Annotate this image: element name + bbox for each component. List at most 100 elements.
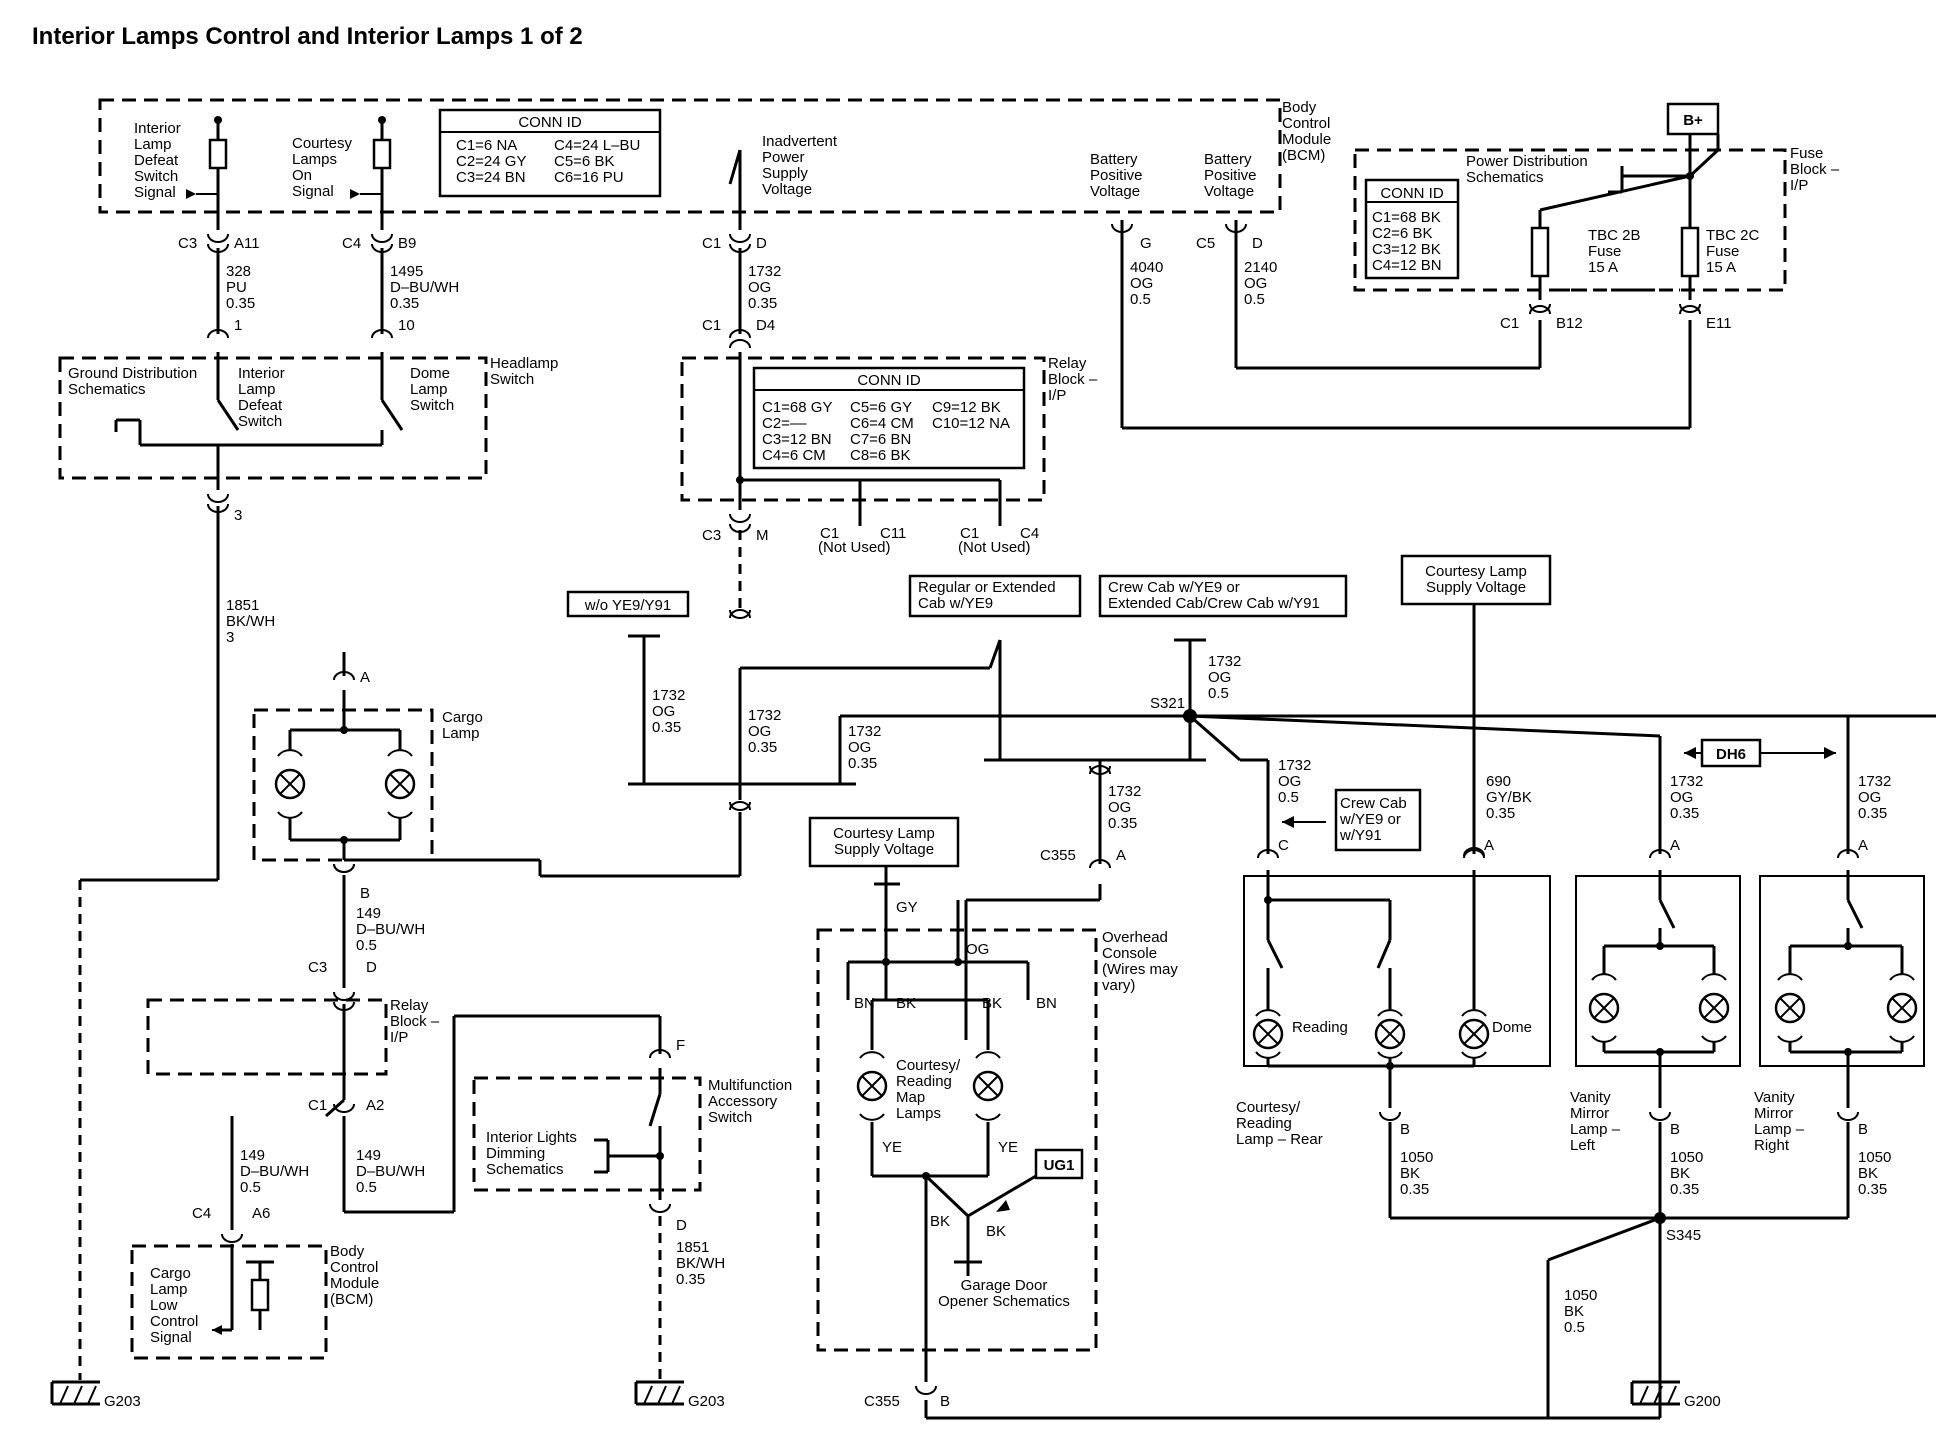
labels-g203a: G203 — [104, 1393, 141, 1410]
connector-symbols — [207, 223, 1859, 1395]
labels-crew_cab_note-line-0: Crew Cab — [1340, 795, 1407, 812]
labels-interior_lamp_defeat_signal-line-4: Signal — [134, 184, 176, 201]
ground-g200 — [1630, 1380, 1680, 1406]
labels-tbc_2b-line-2: 15 A — [1588, 259, 1618, 276]
labels-dome_lamp_switch-line-2: Switch — [410, 397, 454, 414]
wires-w1732c-line-0: 1732 — [748, 707, 781, 724]
connectors-c1_a2-0: C1 — [308, 1097, 327, 1114]
labels-cargo_lamp_low-line-1: Lamp — [150, 1281, 188, 1298]
labels-bcm_bottom-line-1: Control — [330, 1259, 378, 1276]
conn-id-relay-cell: C8=6 BK — [850, 447, 910, 464]
labels-battery_positive_1-line-0: Battery — [1090, 151, 1138, 168]
wires-w1732e-line-1: OG — [1208, 669, 1231, 686]
labels-courtesy_rear-line-1: Reading — [1236, 1115, 1292, 1132]
wires-w1732g-line-0: 1732 — [1278, 757, 1311, 774]
labels-interior_lamp_defeat_signal-line-2: Defeat — [134, 152, 179, 169]
connectors-a_vl: A — [1670, 837, 1680, 854]
vanity-left-housing — [1575, 875, 1741, 1067]
labels-bcm_top-line-0: Body — [1282, 99, 1317, 116]
wires-w149c-line-1: D–BU/WH — [356, 1163, 425, 1180]
wires-w1732b-line-0: 1732 — [652, 687, 685, 704]
labels-bcm_top-line-2: Module — [1282, 131, 1331, 148]
relay-block-bottom-box — [146, 998, 388, 1076]
wires-w1732d-line-0: 1732 — [848, 723, 881, 740]
conn_id_fuse-title: CONN ID — [1380, 185, 1444, 202]
wires-bk3: BK — [930, 1213, 950, 1230]
regular-cab-box — [908, 574, 1082, 618]
wires-w149a-line-0: 149 — [356, 905, 381, 922]
labels-not_used_1: (Not Used) — [818, 539, 891, 556]
wires-w1732h-line-0: 1732 — [1670, 773, 1703, 790]
labels-crew_cab_note-line-1: w/YE9 or — [1339, 811, 1401, 828]
wires-w2140-line-2: 0.5 — [1244, 291, 1265, 308]
conn-id-relay-cell: C9=12 BK — [932, 399, 1001, 416]
labels-b_plus: B+ — [1683, 112, 1703, 129]
labels-cargo_lamp_low-line-3: Control — [150, 1313, 198, 1330]
connectors-b_vr: B — [1858, 1121, 1868, 1138]
connectors-a_vr: A — [1858, 837, 1868, 854]
labels-relay_block_bottom-line-0: Relay — [390, 997, 429, 1014]
connectors-f: F — [676, 1037, 685, 1054]
wires-w1050d-line-0: 1050 — [1564, 1287, 1597, 1304]
labels-g203b: G203 — [688, 1393, 725, 1410]
wires-w1495-line-1: D–BU/WH — [390, 279, 459, 296]
connectors-c5_d-0: C5 — [1196, 235, 1215, 252]
connectors-c1_d-1: D — [756, 235, 767, 252]
labels-vanity_left-line-1: Mirror — [1570, 1105, 1609, 1122]
wires-w1495-line-0: 1495 — [390, 263, 423, 280]
labels-interior_lamp_defeat_switch-line-0: Interior — [238, 365, 285, 382]
conn-id-bcm-cell: C6=16 PU — [554, 169, 624, 186]
wires-w1732b-line-2: 0.35 — [652, 719, 681, 736]
wires-w1851a-line-1: BK/WH — [226, 613, 275, 630]
labels-tbc_2b-line-0: TBC 2B — [1588, 227, 1641, 244]
labels-reading: Reading — [1292, 1019, 1348, 1036]
labels-interior_lights_dimming-line-0: Interior Lights — [486, 1129, 577, 1146]
labels-courtesy_reading_map-line-0: Courtesy/ — [896, 1057, 961, 1074]
arrowheads — [186, 189, 1836, 1335]
labels-s345: S345 — [1666, 1227, 1701, 1244]
labels-interior_lights_dimming-line-1: Dimming — [486, 1145, 545, 1162]
labels-courtesy_reading_map-line-3: Lamps — [896, 1105, 941, 1122]
labels-s321: S321 — [1150, 695, 1185, 712]
labels-overhead_console-line-0: Overhead — [1102, 929, 1168, 946]
labels-interior_lamp_defeat_signal-line-0: Interior — [134, 120, 181, 137]
labels-overhead_console-line-1: Console — [1102, 945, 1157, 962]
wo-ye9-box — [566, 590, 690, 618]
labels-interior_lights_dimming-line-2: Schematics — [486, 1161, 564, 1178]
wires-w1732a-line-1: OG — [748, 279, 771, 296]
labels-tbc_2c-line-0: TBC 2C — [1706, 227, 1760, 244]
conn-id-relay-cell: C3=12 BN — [762, 431, 832, 448]
wires-w149b-line-2: 0.5 — [240, 1179, 261, 1196]
labels-dome: Dome — [1492, 1019, 1532, 1036]
vanity-right-bulb-1 — [1774, 973, 1806, 1043]
conn-id-fuse-cell: C1=68 BK — [1372, 209, 1441, 226]
wires-bn2: BN — [1036, 995, 1057, 1012]
connectors-pin3: 3 — [234, 507, 242, 524]
connectors-g: G — [1140, 235, 1152, 252]
labels-inadvertent_power-line-2: Supply — [762, 165, 808, 182]
map-lamp-right — [972, 1051, 1004, 1121]
labels-relay_block_top-line-0: Relay — [1048, 355, 1087, 372]
wires-w1050a-line-1: BK — [1400, 1165, 1420, 1182]
dome-lamp — [1458, 1009, 1490, 1059]
connectors-c355_b-0: C355 — [864, 1393, 900, 1410]
labels-interior_lamp_defeat_switch-line-3: Switch — [238, 413, 282, 430]
labels-crew_cab_note-line-2: w/Y91 — [1339, 827, 1382, 844]
conn_id_bcm-title: CONN ID — [518, 114, 582, 131]
labels-tbc_2c-line-2: 15 A — [1706, 259, 1736, 276]
connectors-c5_d-1: D — [1252, 235, 1263, 252]
labels-power_distribution-line-0: Power Distribution — [1466, 153, 1588, 170]
labels-inadvertent_power-line-0: Inadvertent — [762, 133, 838, 150]
connectors-c4_b9-1: B9 — [398, 235, 416, 252]
conn-id-bcm-box — [438, 108, 662, 198]
wires — [78, 120, 1936, 1420]
wires-bk4: BK — [986, 1223, 1006, 1240]
labels-vanity_right-line-1: Mirror — [1754, 1105, 1793, 1122]
conn-id-relay-cell: C4=6 CM — [762, 447, 826, 464]
wires-w1732a-line-0: 1732 — [748, 263, 781, 280]
labels-courtesy_lamps_on_signal-line-0: Courtesy — [292, 135, 353, 152]
ground-g203b — [634, 1380, 684, 1406]
labels-courtesy_rear-line-2: Lamp – Rear — [1236, 1131, 1323, 1148]
